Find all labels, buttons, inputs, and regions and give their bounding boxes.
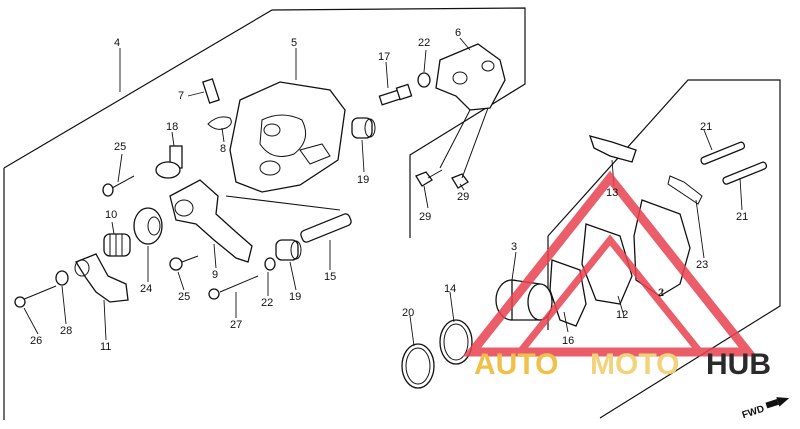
arm-11 xyxy=(74,253,129,303)
lever-link-line xyxy=(225,195,341,211)
watermark-inner-triangle xyxy=(512,234,708,356)
bolt-18 xyxy=(155,145,183,179)
bolt-29-right xyxy=(451,173,469,189)
pad-set-outline-box xyxy=(547,79,781,419)
callout-7: 7 xyxy=(178,90,184,102)
callout-9: 9 xyxy=(212,269,218,281)
callout-4: 4 xyxy=(114,37,120,49)
callout-19-top: 19 xyxy=(357,174,369,186)
callout-12: 12 xyxy=(616,309,628,321)
pin-15 xyxy=(300,213,352,243)
clip-8 xyxy=(207,116,232,130)
callout-25-lower: 25 xyxy=(178,291,190,303)
watermark-hub: HUB xyxy=(706,348,771,381)
boot-19-lower xyxy=(275,239,302,261)
pins-21 xyxy=(700,141,768,185)
assembly-outline-box xyxy=(3,7,526,238)
seal-14 xyxy=(439,319,473,365)
callout-20: 20 xyxy=(402,307,414,319)
callout-25-top: 25 xyxy=(114,141,126,153)
callout-numbers: 4 5 6 22 17 7 8 18 25 19 10 24 9 25 27 2… xyxy=(30,27,748,353)
seal-20 xyxy=(401,343,435,389)
callout-5: 5 xyxy=(291,37,297,49)
washer-28 xyxy=(55,270,69,286)
callout-29-right: 29 xyxy=(457,191,469,203)
washer-22-lower xyxy=(264,257,276,271)
clip-13 xyxy=(588,135,637,163)
caliper-body xyxy=(229,81,346,193)
washer-22-top xyxy=(417,72,431,88)
bolt-29-left xyxy=(415,169,443,187)
bolt-25-lower xyxy=(169,255,199,271)
shim-23 xyxy=(667,175,703,205)
boot-19-top xyxy=(351,117,376,139)
lever-arm xyxy=(169,179,253,263)
fwd-label: FWD xyxy=(741,404,766,422)
bolt-27 xyxy=(208,275,259,300)
callout-27: 27 xyxy=(230,319,242,331)
watermark-logo xyxy=(462,170,758,357)
callout-2: 2 xyxy=(658,287,664,299)
callout-15: 15 xyxy=(324,271,336,283)
callout-21-top: 21 xyxy=(700,121,712,133)
bolt-17 xyxy=(378,83,413,106)
bolt-26 xyxy=(14,285,57,308)
watermark-auto: AUTO xyxy=(474,348,558,381)
bolt-25-top xyxy=(102,175,135,197)
pin-7 xyxy=(202,78,220,104)
callout-6: 6 xyxy=(455,27,461,39)
callout-17: 17 xyxy=(378,51,390,63)
callout-13: 13 xyxy=(606,187,618,199)
callout-11: 11 xyxy=(100,341,111,353)
callout-19-lower: 19 xyxy=(289,291,301,303)
caliper-bracket xyxy=(435,43,506,111)
callout-3: 3 xyxy=(511,241,517,253)
callout-22-lower: 22 xyxy=(261,297,273,309)
callout-10: 10 xyxy=(105,209,117,221)
callout-24: 24 xyxy=(140,283,152,295)
fwd-arrow-icon xyxy=(776,397,790,407)
callout-8: 8 xyxy=(220,143,226,155)
leader-lines xyxy=(23,37,743,347)
forward-direction-indicator: FWD xyxy=(741,397,790,422)
callout-29-left: 29 xyxy=(419,211,431,223)
adjuster-10 xyxy=(103,233,131,257)
callout-28: 28 xyxy=(60,325,72,337)
callout-22-top: 22 xyxy=(418,37,430,49)
rubber-24 xyxy=(133,207,163,245)
callout-18: 18 xyxy=(166,121,178,133)
callout-16: 16 xyxy=(562,335,574,347)
callout-21-lower: 21 xyxy=(736,211,748,223)
callout-14: 14 xyxy=(444,283,456,295)
callout-26: 26 xyxy=(30,335,42,347)
watermark-wordmark: AUTO MOTO HUB xyxy=(474,348,771,381)
watermark-moto: MOTO xyxy=(590,348,679,381)
callout-23: 23 xyxy=(696,259,708,271)
